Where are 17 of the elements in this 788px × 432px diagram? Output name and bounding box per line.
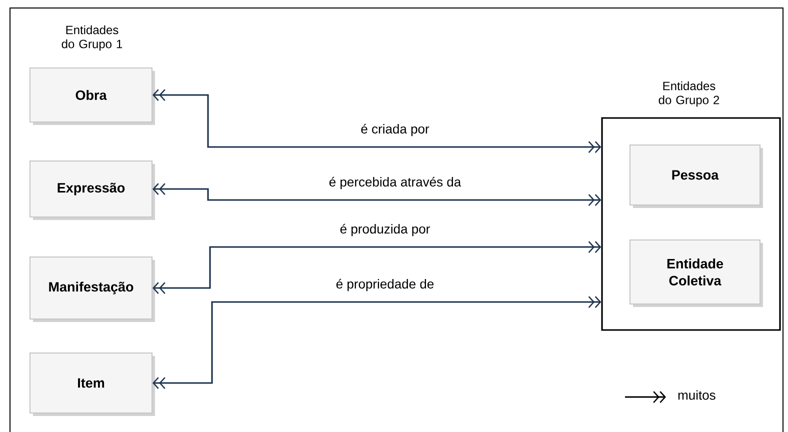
- arrow: [152, 241, 602, 294]
- edge-label: é propriedade de: [334, 278, 436, 292]
- group-heading: Entidades do Grupo 1: [62, 25, 122, 51]
- legend-label: muitos: [678, 390, 716, 400]
- entity-box: Pessoa: [630, 144, 763, 208]
- entity-box: Entidade Coletiva: [630, 240, 763, 307]
- entity-box: Expressão: [30, 160, 155, 220]
- edge-label: é criada por: [360, 122, 430, 138]
- arrow: [152, 296, 602, 389]
- node-label: Entidades do Grupo 2: [658, 81, 720, 107]
- edge-label: é percebida através da: [328, 176, 462, 190]
- arrow: [152, 183, 602, 206]
- edge-label: é produzida por: [338, 222, 432, 238]
- entity-box: Manifestação: [30, 256, 155, 322]
- arrow: [152, 89, 602, 153]
- entity-box: Obra: [30, 68, 155, 125]
- entity-box: Item: [30, 352, 155, 416]
